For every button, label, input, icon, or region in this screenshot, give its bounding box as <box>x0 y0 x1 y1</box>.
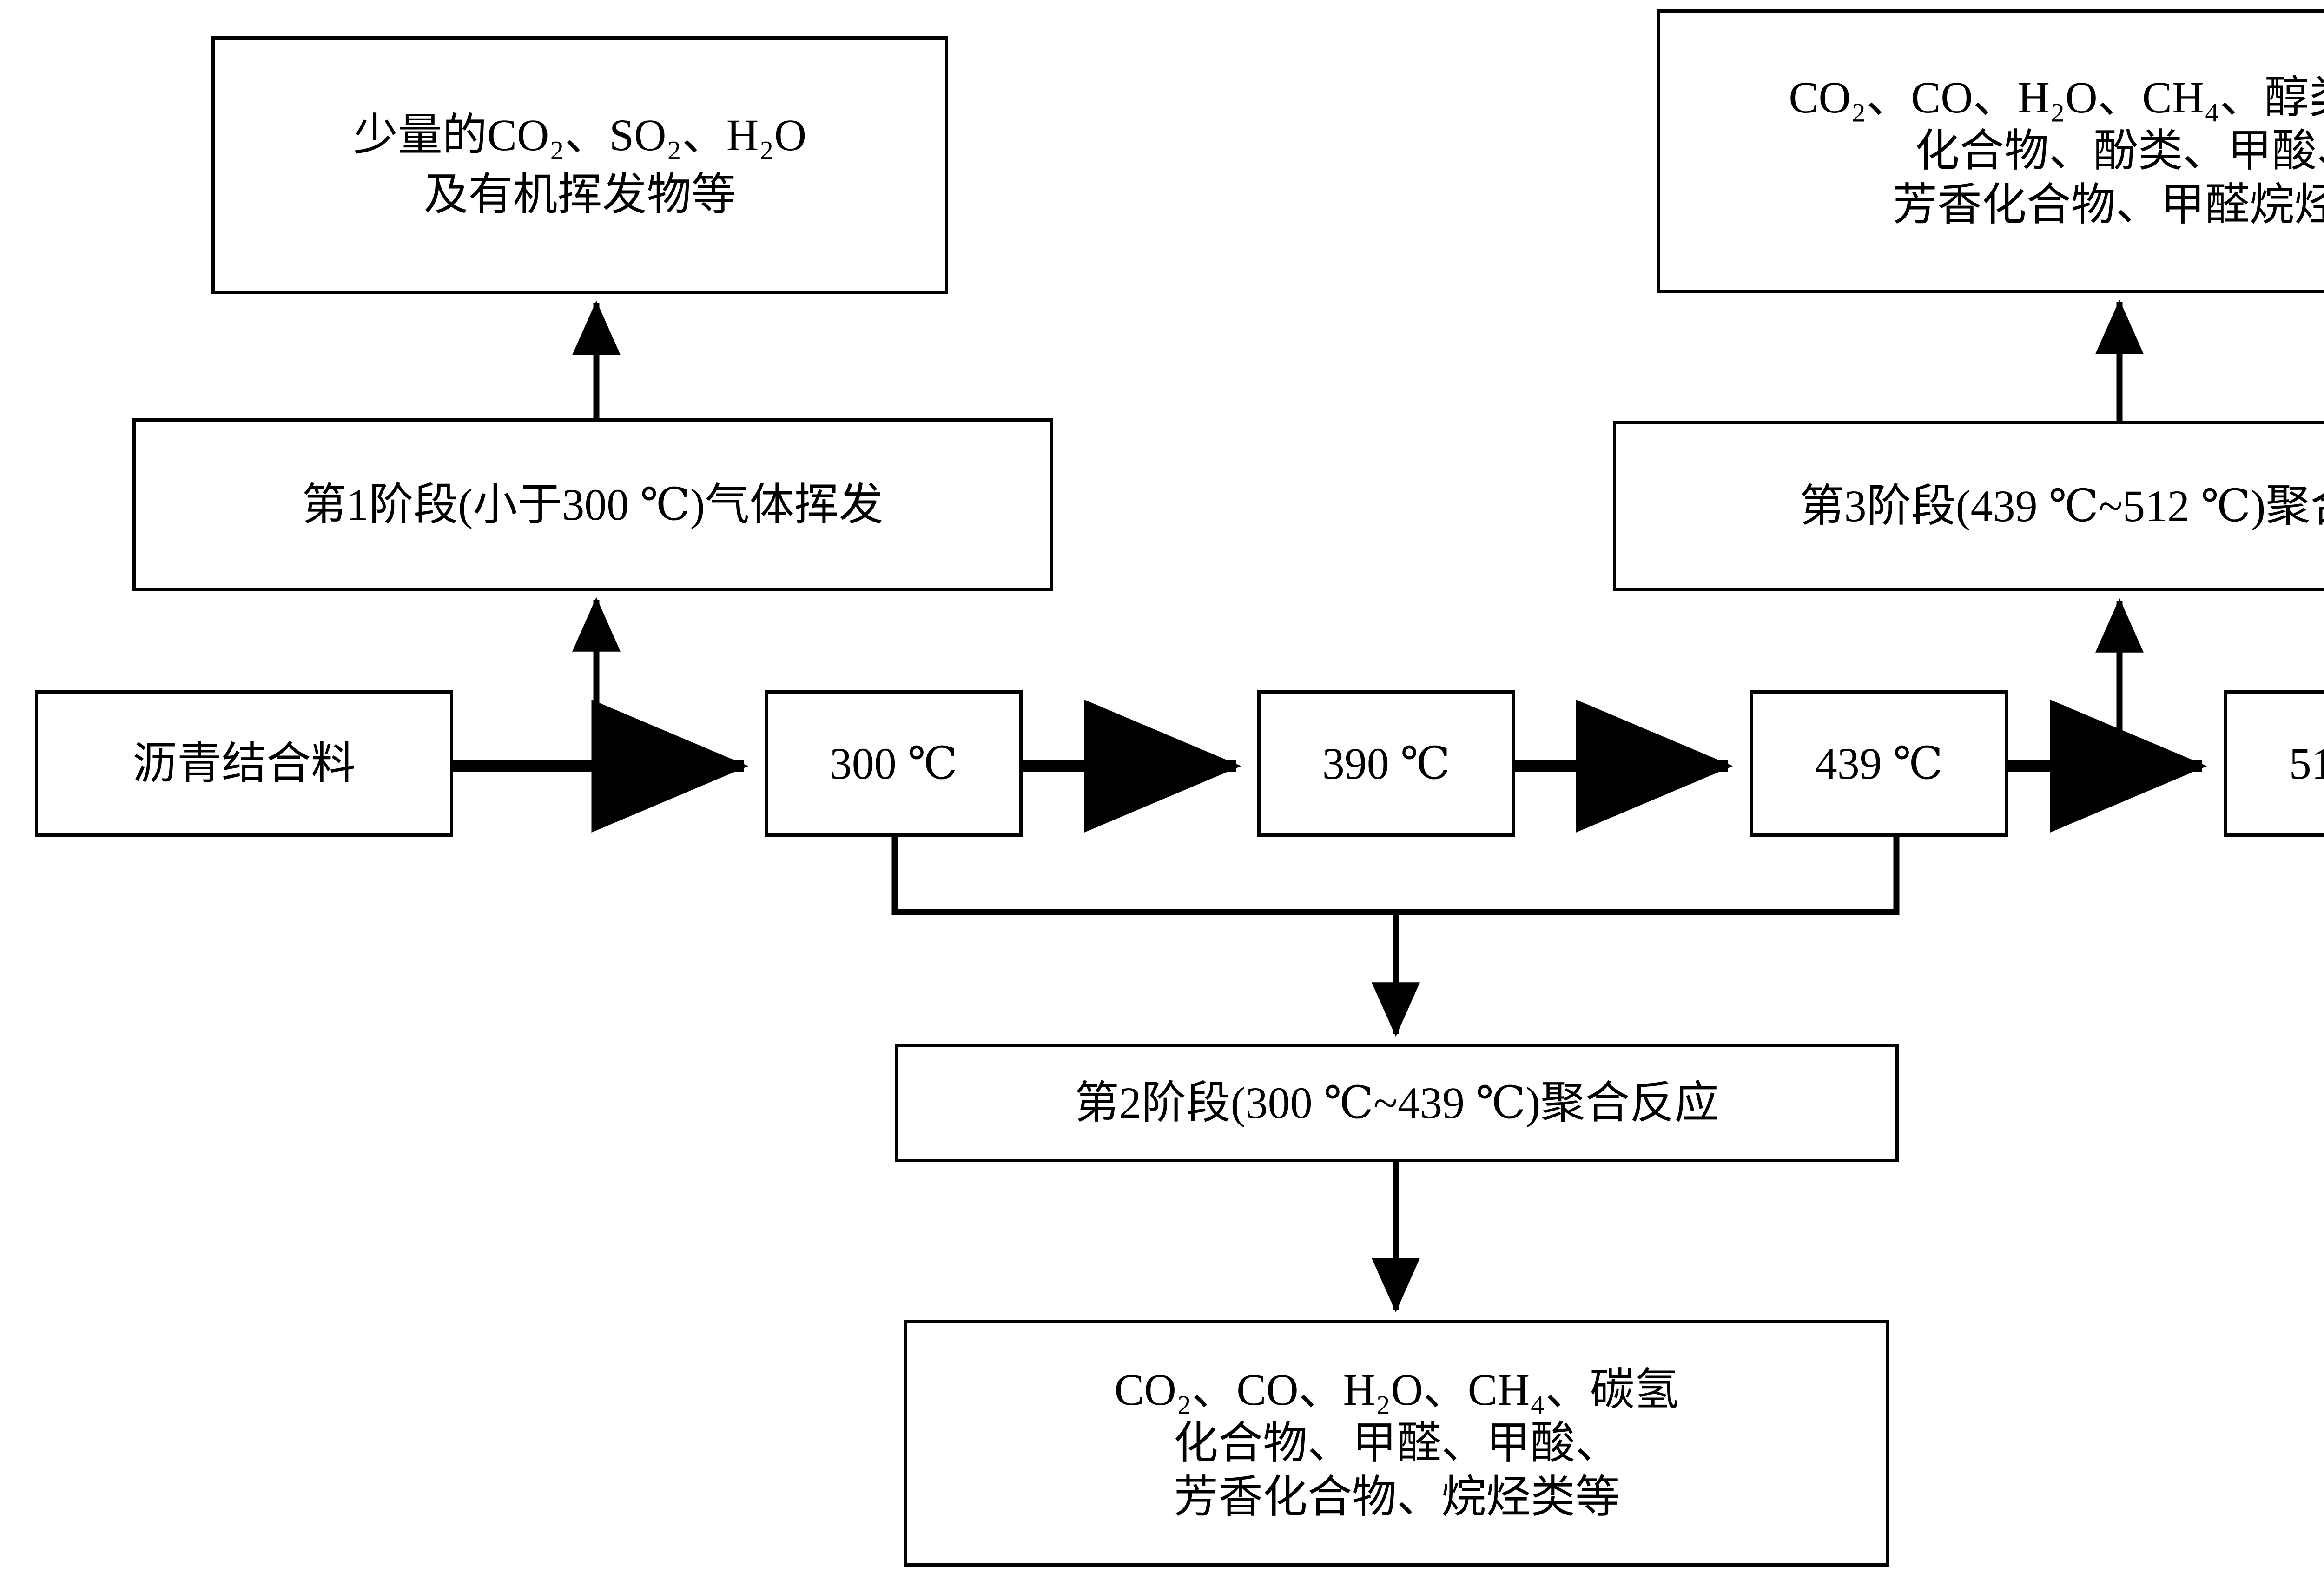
merge-300-439 <box>891 837 1900 915</box>
stage-3-label: 第3阶段(439 ℃~512 ℃)聚合反应 <box>1799 481 2324 531</box>
branch-connectors <box>572 299 2144 1313</box>
stage-2-label: 第2阶段(300 ℃~439 ℃)聚合反应 <box>1074 1078 1719 1128</box>
temp-box-390: 390 ℃ <box>1257 690 1515 837</box>
temp-box-300: 300 ℃ <box>765 690 1023 837</box>
temp-439-label: 439 ℃ <box>1815 738 1943 788</box>
temp-box-439: 439 ℃ <box>1750 690 2008 837</box>
product-1-text: 少量的CO₂、SO₂、H₂O 及有机挥发物等 <box>353 110 807 219</box>
product-2-text: CO₂、CO、H₂O、CH₄、碳氢 化合物、甲醛、甲酸、 芳香化合物、烷烃类等 <box>1114 1365 1679 1522</box>
stage-1-label: 第1阶段(小于300 ℃)气体挥发 <box>302 480 884 530</box>
temp-box-512: 512 ℃ <box>2224 690 2324 837</box>
source-box-asphalt-binder: 沥青结合料 <box>35 690 453 837</box>
product-box-2: CO₂、CO、H₂O、CH₄、碳氢 化合物、甲醛、甲酸、 芳香化合物、烷烃类等 <box>904 1320 1889 1567</box>
stage-box-1: 第1阶段(小于300 ℃)气体挥发 <box>132 418 1053 591</box>
product-box-1: 少量的CO₂、SO₂、H₂O 及有机挥发物等 <box>211 36 948 294</box>
source-label: 沥青结合料 <box>132 738 356 788</box>
product-box-3: CO₂、CO、H₂O、CH₄、醇类、碳氢 化合物、酚类、甲酸、 芳香化合物、甲醛… <box>1657 9 2324 293</box>
temp-300-label: 300 ℃ <box>829 738 958 788</box>
stage-box-3: 第3阶段(439 ℃~512 ℃)聚合反应 <box>1613 421 2324 591</box>
temp-390-label: 390 ℃ <box>1322 738 1451 788</box>
temp-512-label: 512 ℃ <box>2289 738 2324 788</box>
stage-box-2: 第2阶段(300 ℃~439 ℃)聚合反应 <box>895 1044 1899 1162</box>
product-3-text: CO₂、CO、H₂O、CH₄、醇类、碳氢 化合物、酚类、甲酸、 芳香化合物、甲醛… <box>1789 73 2324 230</box>
